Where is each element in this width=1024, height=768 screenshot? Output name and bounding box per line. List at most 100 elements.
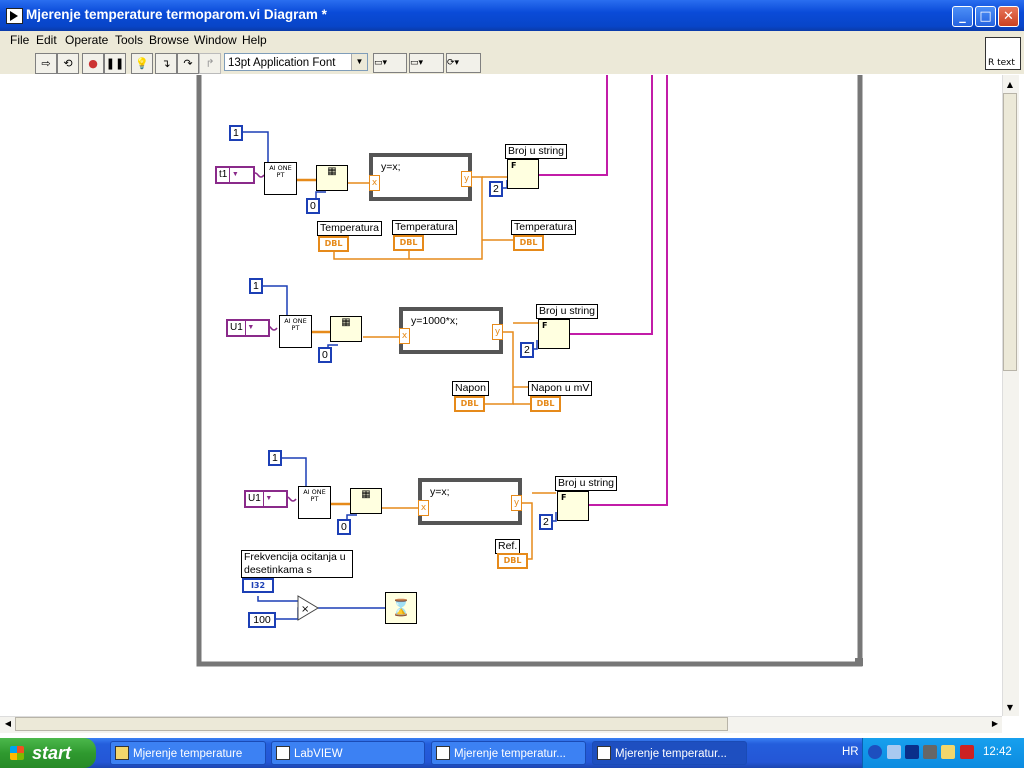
napon-mv-indicator[interactable]: DBL <box>530 396 561 412</box>
menu-edit[interactable]: Edit <box>36 33 57 47</box>
ai-one-pt-vi[interactable]: AI ONE PT <box>279 315 312 348</box>
scroll-up-arrow-icon[interactable]: ▲ <box>1006 80 1014 89</box>
multiply-node[interactable] <box>297 595 319 621</box>
format-into-string-node[interactable]: F <box>557 491 589 521</box>
temperatura-indicator-3[interactable]: DBL <box>513 235 544 251</box>
scroll-left-arrow-icon[interactable]: ◀ <box>4 719 12 728</box>
taskbar-item-label: Mjerenje temperatur... <box>454 748 566 760</box>
maximize-button[interactable]: □ <box>975 6 996 27</box>
index-array-node[interactable]: ▦ <box>330 316 362 342</box>
block-diagram[interactable]: × 1 t1▼ AI ONE PT ▦ 0 y=x; x y Broj u st… <box>0 75 1002 716</box>
index-constant[interactable]: 0 <box>337 519 351 535</box>
tray-expand-icon[interactable] <box>868 745 882 759</box>
ref-control[interactable]: DBL <box>497 553 528 569</box>
index-constant[interactable]: 0 <box>306 198 320 214</box>
abort-icon[interactable]: ● <box>82 53 104 74</box>
device-number-constant[interactable]: 1 <box>249 278 263 294</box>
formula-input-x[interactable]: x <box>369 175 380 191</box>
messenger-icon[interactable] <box>941 745 955 759</box>
string-wire-1[interactable] <box>538 75 608 176</box>
step-into-icon[interactable]: ↴ <box>155 53 177 74</box>
menu-browse[interactable]: Browse <box>149 33 190 47</box>
while-loop-frame[interactable] <box>196 75 863 667</box>
close-button[interactable]: ✕ <box>998 6 1019 27</box>
align-objects-dropdown[interactable]: ▭▾ <box>373 53 407 73</box>
multiply-symbol: × <box>301 604 309 615</box>
pause-icon[interactable]: ❚❚ <box>104 53 126 74</box>
menu-help[interactable]: Help <box>242 33 267 47</box>
device-number-constant[interactable]: 1 <box>229 125 243 141</box>
taskbar-item-vi-diagram[interactable]: Mjerenje temperatur... <box>592 741 747 765</box>
language-indicator[interactable]: HR <box>842 746 859 758</box>
taskbar-item-folder[interactable]: Mjerenje temperature <box>110 741 266 765</box>
formula-output-y[interactable]: y <box>461 171 472 187</box>
index-constant[interactable]: 0 <box>318 347 332 363</box>
ai-one-pt-vi[interactable]: AI ONE PT <box>298 486 331 519</box>
font-select[interactable]: 13pt Application Font▼ <box>224 53 368 71</box>
channel-constant[interactable]: t1▼ <box>215 166 255 184</box>
taskbar-item-labview[interactable]: LabVIEW <box>271 741 425 765</box>
channel-constant[interactable]: U1▼ <box>244 490 288 508</box>
horizontal-scroll-thumb[interactable] <box>15 717 728 731</box>
formula-input-x[interactable]: x <box>418 500 429 516</box>
start-label: start <box>32 743 72 763</box>
precision-constant[interactable]: 2 <box>539 514 553 530</box>
title-bar <box>0 0 1024 31</box>
scroll-right-arrow-icon[interactable]: ▶ <box>991 719 999 728</box>
napon-control[interactable]: DBL <box>454 396 485 412</box>
wait-metronome-icon[interactable]: ⌛ <box>385 592 417 624</box>
network-icon[interactable] <box>887 745 901 759</box>
formula-node[interactable]: y=1000*x; <box>399 307 503 354</box>
string-wire-2[interactable] <box>569 75 653 335</box>
temperatura-indicator-2[interactable]: DBL <box>393 235 424 251</box>
menu-file[interactable]: File <box>10 33 30 47</box>
taskbar-item-vi-panel[interactable]: Mjerenje temperatur... <box>431 741 586 765</box>
formula-node[interactable]: y=x; <box>418 478 522 525</box>
minimize-button[interactable]: _ <box>952 6 973 27</box>
vertical-scroll-thumb[interactable] <box>1003 93 1017 371</box>
scroll-down-arrow-icon[interactable]: ▼ <box>1006 703 1014 712</box>
formula-output-y[interactable]: y <box>511 495 522 511</box>
formula-text: y=1000*x; <box>411 315 458 327</box>
format-number-label: Broj u string <box>505 144 568 159</box>
start-button[interactable]: start <box>0 738 96 768</box>
font-select-value: 13pt Application Font <box>228 57 336 69</box>
index-array-node[interactable]: ▦ <box>316 165 348 191</box>
format-into-string-node[interactable]: F <box>538 319 570 349</box>
formula-output-y[interactable]: y <box>492 324 503 340</box>
step-out-icon[interactable]: ↱ <box>199 53 221 74</box>
menu-operate[interactable]: Operate <box>65 33 109 47</box>
context-help-label: R text <box>988 58 1015 68</box>
precision-constant[interactable]: 2 <box>520 342 534 358</box>
precision-constant[interactable]: 2 <box>489 181 503 197</box>
hundred-constant[interactable]: 100 <box>248 612 276 628</box>
run-continuously-icon[interactable]: ⟲ <box>57 53 79 74</box>
index-array-node[interactable]: ▦ <box>350 488 382 514</box>
formula-node[interactable]: y=x; <box>369 153 472 201</box>
ati-icon[interactable] <box>960 745 974 759</box>
chevron-down-icon: ▼ <box>262 492 274 506</box>
labview-vi-icon[interactable] <box>6 8 23 24</box>
device-icon[interactable] <box>923 745 937 759</box>
ai-one-pt-vi[interactable]: AI ONE PT <box>264 162 297 195</box>
frekvencija-control[interactable]: I32 <box>242 578 274 593</box>
formula-input-x[interactable]: x <box>399 328 410 344</box>
highlight-execution-icon[interactable]: 💡 <box>131 53 153 74</box>
temperatura-indicator-1[interactable]: DBL <box>318 236 349 252</box>
reorder-dropdown[interactable]: ⟳▾ <box>446 53 481 73</box>
channel-constant[interactable]: U1▼ <box>226 319 270 337</box>
device-number-constant[interactable]: 1 <box>268 450 282 466</box>
distribute-objects-dropdown[interactable]: ▭▾ <box>409 53 444 73</box>
labview-vi-icon <box>597 746 611 760</box>
menu-window[interactable]: Window <box>194 33 237 47</box>
context-help-window-icon[interactable]: R text <box>985 37 1021 70</box>
format-into-string-node[interactable]: F <box>507 159 539 189</box>
temperatura-label-3: Temperatura <box>511 220 576 235</box>
string-wire-3[interactable] <box>587 75 668 506</box>
channel-value: U1 <box>230 322 243 333</box>
menu-tools[interactable]: Tools <box>115 33 144 47</box>
ai-one-pt-label: AI ONE PT <box>269 164 292 179</box>
run-arrow-icon[interactable]: ⇨ <box>35 53 57 74</box>
step-over-icon[interactable]: ↷ <box>177 53 199 74</box>
media-player-icon[interactable] <box>905 745 919 759</box>
